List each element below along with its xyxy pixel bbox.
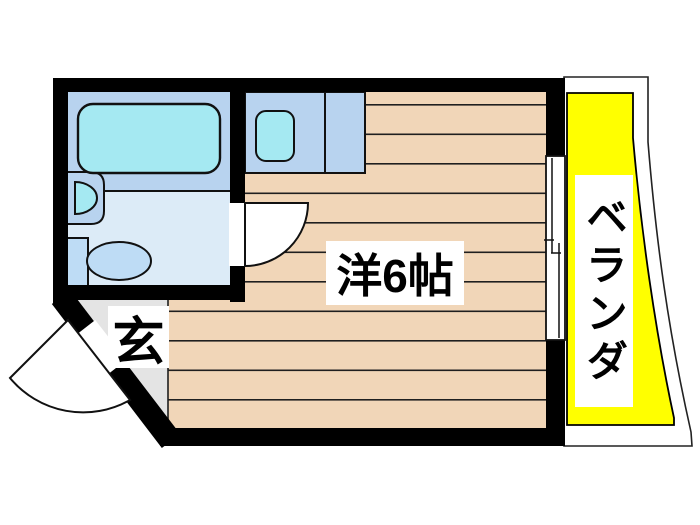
- hinged-door-entrance-icon: [8, 318, 132, 414]
- kitchen-counter: [244, 91, 366, 174]
- bathroom-doorway: [229, 203, 246, 266]
- toilet-bowl-icon: [86, 241, 152, 281]
- wall-bathroom-bottom: [53, 285, 245, 300]
- walls: [51, 78, 565, 448]
- entrance-label: 玄: [108, 306, 169, 372]
- sliding-window-icon: [544, 155, 566, 341]
- hinged-door-bathroom-icon: [244, 202, 310, 268]
- wash-basin-icon: [74, 180, 98, 216]
- wall-right-lower: [546, 340, 565, 446]
- balcony-label: ベランダ: [575, 175, 633, 407]
- wall-top: [53, 78, 565, 92]
- bathroom-unit: [66, 92, 232, 288]
- room-label: 洋6帖: [326, 241, 464, 305]
- wall-right-upper: [546, 78, 565, 156]
- kitchen-sink-icon: [255, 110, 295, 162]
- wall-bottom: [160, 428, 565, 446]
- wall-entrance-diagonal: [51, 290, 181, 448]
- wall-bathroom-right-upper: [230, 92, 245, 203]
- bathtub-icon: [76, 102, 222, 175]
- toilet-tank-icon: [66, 237, 89, 288]
- wall-left: [53, 78, 68, 305]
